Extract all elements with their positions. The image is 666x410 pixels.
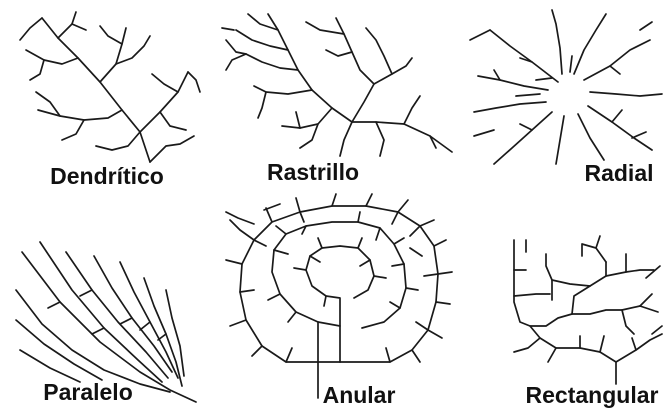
label-rastrillo: Rastrillo: [267, 159, 359, 185]
trellis-pattern: [222, 14, 452, 156]
label-rectangular: Rectangular: [526, 382, 659, 408]
rectangular-pattern: [514, 236, 662, 384]
dendritic-pattern: [20, 12, 200, 162]
parallel-pattern: [16, 242, 196, 402]
annular-pattern: [226, 194, 452, 398]
label-dendritico: Dendrítico: [50, 163, 164, 189]
label-radial: Radial: [584, 160, 653, 186]
label-anular: Anular: [323, 382, 396, 408]
label-paralelo: Paralelo: [43, 379, 133, 405]
radial-pattern: [470, 10, 662, 164]
